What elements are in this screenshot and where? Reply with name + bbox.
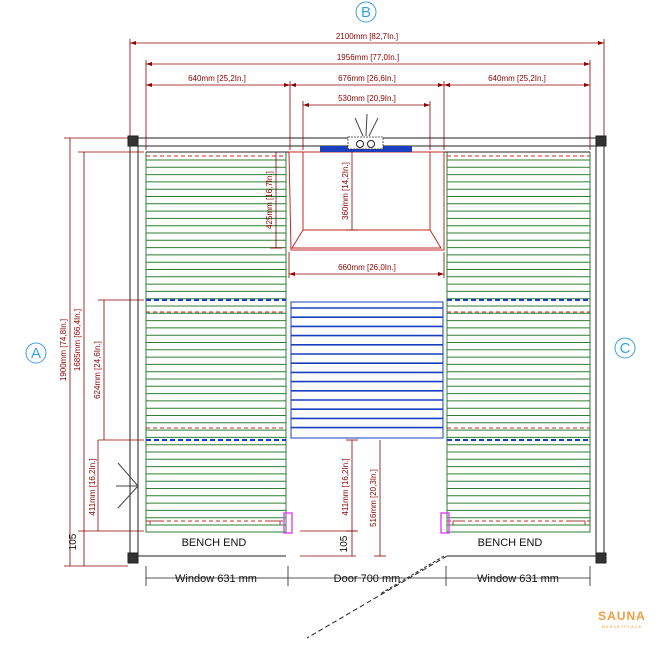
opening-dimension-lines — [145, 566, 591, 586]
door-label: Door 700 mm — [334, 573, 401, 585]
small-left-label: 105 — [68, 533, 79, 550]
heater-width-label: 530mm [20,9In.] — [338, 94, 396, 103]
left-bench-width-label: 640mm [25,2In.] — [188, 74, 246, 83]
inner-width-label: 1956mm [77,0In.] — [337, 53, 399, 62]
middle-bench — [291, 307, 443, 429]
bench-end-left-label: BENCH END — [182, 537, 247, 549]
middle-width-label: 676mm [26,6In.] — [338, 74, 396, 83]
heater-guard-width-label: 660mm [26,0In.] — [338, 263, 396, 272]
airflow-arrows — [116, 462, 139, 509]
heater-guard-depth-label: 425mm [16,7In.] — [265, 171, 274, 229]
marker-c-label: C — [620, 340, 631, 357]
logo-title: SAUNA — [598, 609, 646, 623]
bench-end-right-label: BENCH END — [478, 537, 543, 549]
bench-level-lines — [146, 299, 590, 441]
inner-depth-label: 1685mm [66,4In.] — [73, 309, 82, 371]
right-bench-width-label: 640mm [25,2In.] — [488, 74, 546, 83]
marker-c-circle — [614, 337, 636, 359]
bench-edge-lines — [146, 155, 590, 522]
marker-b-label: B — [361, 4, 371, 21]
dimension-ticks — [130, 41, 604, 276]
heater — [320, 113, 412, 152]
sauna-marketplace-logo: SAUNA MARKETPLACE — [597, 608, 647, 629]
marker-a-label: A — [31, 345, 41, 362]
lower-bench-depth-middle-label: 411mm [16,2In.] — [341, 458, 350, 515]
middle-bench-outline — [290, 301, 444, 439]
heater-depth-label: 360mm [14,2In.] — [341, 162, 350, 220]
total-depth-label: 1900mm [74,8In.] — [59, 319, 68, 381]
door-swing — [306, 555, 448, 639]
upper-bench-depth-label: 624mm [24,6In.] — [93, 341, 102, 399]
total-width-label: 2100mm [82,7In.] — [336, 32, 398, 41]
lower-bench-depth-left-label: 411mm [16,2In.] — [88, 458, 97, 515]
window-left-label: Window 631 mm — [175, 573, 257, 585]
right-bench — [447, 159, 590, 526]
small-middle-label: 105 — [339, 535, 350, 552]
dimension-lines — [64, 39, 605, 567]
logo-subtitle: MARKETPLACE — [601, 624, 643, 629]
heater-guard — [288, 151, 445, 251]
door-leaf — [379, 555, 445, 595]
bench-to-door-label: 516mm [20,3In.] — [369, 469, 378, 527]
bench-end-markers — [283, 512, 450, 534]
marker-b-circle — [355, 1, 377, 23]
left-bench — [146, 159, 286, 526]
marker-a-circle — [25, 342, 47, 364]
window-right-label: Window 631 mm — [477, 573, 559, 585]
